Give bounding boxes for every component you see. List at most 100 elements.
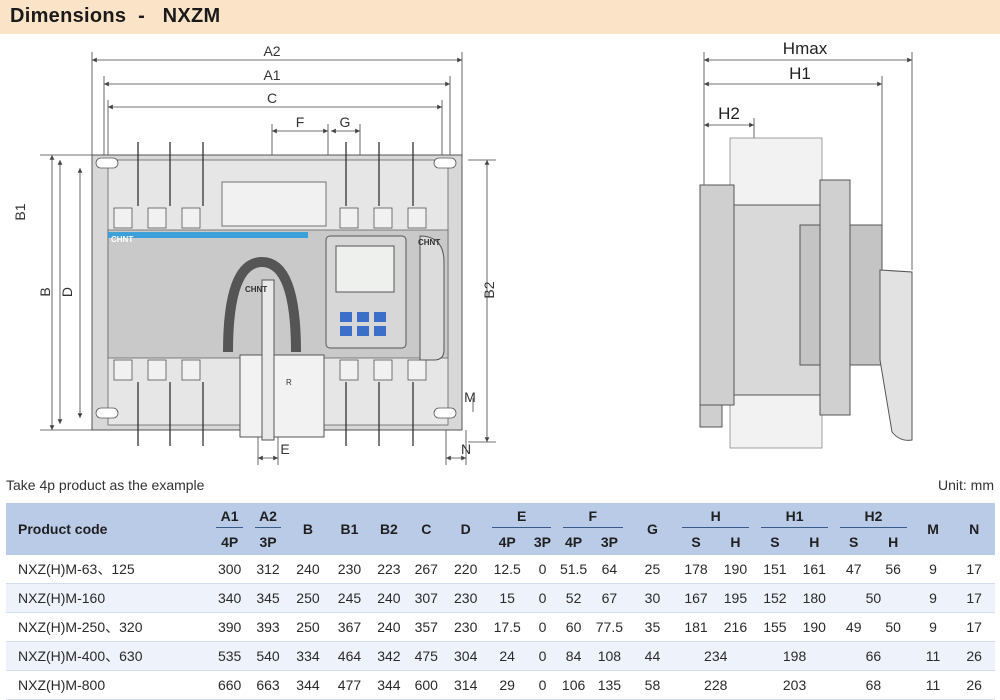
dim-label-F: F [296, 114, 305, 130]
cell-H1-S: 151 [755, 555, 795, 584]
cell-F-4P: 51.5 [556, 555, 591, 584]
cell-N: 26 [953, 641, 995, 671]
page-title: Dimensions - NXZM [10, 5, 221, 27]
th-H: H [676, 503, 756, 529]
cell-F-4P: 52 [556, 583, 591, 613]
cell-F-3P: 135 [590, 670, 629, 700]
cell-H1-S: 155 [755, 612, 795, 642]
cell-F-4P: 106 [556, 670, 591, 700]
th-sub-F-4P: 4P [556, 529, 591, 555]
cell-G: 30 [628, 583, 677, 613]
dim-label-H2: H2 [718, 104, 740, 123]
th-F: F [556, 503, 629, 529]
cell-E-3P: 0 [527, 641, 557, 671]
th-A2: A2 [248, 503, 288, 529]
th-sub-H-H: H [715, 529, 756, 555]
brand-label-handle: CHNT [245, 285, 267, 294]
cell-H2: 68 [834, 670, 913, 700]
cell-A2: 312 [248, 555, 288, 584]
cell-B1: 230 [328, 555, 371, 584]
dim-label-B: B [37, 287, 53, 296]
cell-N: 17 [953, 555, 995, 584]
brand-label-right: CHNT [418, 238, 440, 247]
th-M: M [912, 503, 954, 555]
cell-C: 307 [407, 583, 445, 613]
cell-F-3P: 67 [590, 583, 629, 613]
cell-A2: 663 [248, 670, 288, 700]
cell-H1: 198 [755, 641, 834, 671]
th-sub-H-S: S [676, 529, 716, 555]
cell-H-H: 190 [715, 555, 756, 584]
cell-M: 11 [912, 641, 954, 671]
cell-H1-S: 152 [755, 583, 795, 613]
th-B2: B2 [370, 503, 408, 555]
dim-label-Hmax: Hmax [783, 39, 828, 58]
label-R: R [286, 378, 292, 387]
unit-note: Unit: mm [938, 477, 994, 493]
cell-E-3P: 0 [527, 583, 557, 613]
th-H1: H1 [755, 503, 834, 529]
cell-H2: 50 [834, 583, 913, 613]
cell-A2: 345 [248, 583, 288, 613]
cell-B: 250 [287, 583, 329, 613]
front-view-drawing: CHNT CHNT CHNT R A2 A1 C F G E N M B1 B … [12, 43, 497, 465]
cell-D: 230 [444, 583, 487, 613]
cell-A1: 660 [210, 670, 249, 700]
cell-F-4P: 84 [556, 641, 591, 671]
cell-C: 475 [407, 641, 445, 671]
cell-G: 44 [628, 641, 677, 671]
cell-D: 230 [444, 612, 487, 642]
dim-label-A2: A2 [263, 43, 280, 59]
cell-M: 9 [912, 555, 954, 584]
th-sub-H1-H: H [794, 529, 834, 555]
cell-H: 234 [676, 641, 756, 671]
cell-E-3P: 0 [527, 612, 557, 642]
dim-label-A1: A1 [263, 67, 280, 83]
cell-D: 220 [444, 555, 487, 584]
cell-E-4P: 12.5 [486, 555, 528, 584]
cell-F-4P: 60 [556, 612, 591, 642]
cell-B2: 240 [370, 612, 408, 642]
th-sub-H2-H: H [873, 529, 913, 555]
cell-H1-H: 190 [794, 612, 834, 642]
cell-product-code: NXZ(H)M-400、630 [6, 641, 211, 671]
cell-H2: 66 [834, 641, 913, 671]
cell-B2: 342 [370, 641, 408, 671]
cell-H-S: 181 [676, 612, 716, 642]
cell-G: 25 [628, 555, 677, 584]
cell-B: 344 [287, 670, 329, 700]
th-E: E [486, 503, 557, 529]
th-sub-F-3P: 3P [590, 529, 629, 555]
th-sub-E-4P: 4P [486, 529, 528, 555]
th-product-code: Product code [6, 503, 211, 555]
cell-H2-S: 47 [834, 555, 874, 584]
cell-H-S: 178 [676, 555, 716, 584]
cell-A2: 393 [248, 612, 288, 642]
th-sub-A1: 4P [210, 529, 249, 555]
cell-F-3P: 108 [590, 641, 629, 671]
title-bar: Dimensions - NXZM [0, 0, 1000, 34]
cell-B1: 464 [328, 641, 371, 671]
dimensions-table: Product code A1 A2 B B1 B2 C D E F G H H… [6, 503, 995, 700]
dim-label-M: M [464, 389, 476, 405]
cell-N: 17 [953, 583, 995, 613]
cell-B2: 240 [370, 583, 408, 613]
th-D: D [444, 503, 487, 555]
table-row: NXZ(H)M-250、320 390 393 250 367 240 357 … [6, 612, 995, 642]
cell-E-4P: 15 [486, 583, 528, 613]
cell-A1: 535 [210, 641, 249, 671]
cell-A1: 390 [210, 612, 249, 642]
cell-B1: 367 [328, 612, 371, 642]
cell-H-S: 167 [676, 583, 716, 613]
cell-N: 26 [953, 670, 995, 700]
cell-B: 250 [287, 612, 329, 642]
cell-H2-H: 50 [873, 612, 913, 642]
cell-product-code: NXZ(H)M-250、320 [6, 612, 211, 642]
th-C: C [407, 503, 445, 555]
table-row: NXZ(H)M-63、125 300 312 240 230 223 267 2… [6, 555, 995, 584]
th-B: B [287, 503, 329, 555]
cell-E-3P: 0 [527, 670, 557, 700]
th-N: N [953, 503, 995, 555]
th-sub-E-3P: 3P [527, 529, 557, 555]
th-G: G [628, 503, 677, 555]
